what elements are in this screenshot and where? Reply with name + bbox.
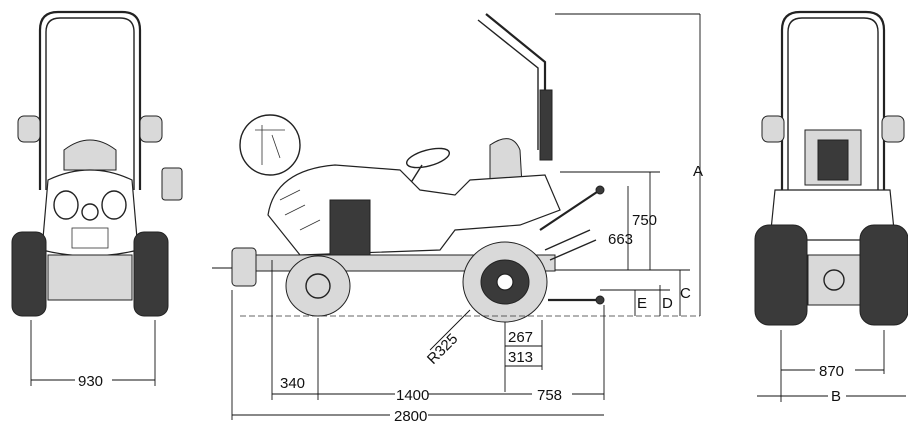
overall-length-label: 2800 bbox=[394, 408, 427, 421]
dim-267-label: 267 bbox=[508, 329, 533, 346]
dim-e-label: E bbox=[637, 295, 647, 312]
dim-d-label: D bbox=[662, 295, 673, 312]
side-view: A 750 663 C D E R325 267 313 340 1400 bbox=[212, 13, 703, 421]
rear-track-label: 870 bbox=[819, 363, 844, 380]
rear-overhang-label: 758 bbox=[537, 387, 562, 404]
dim-663-label: 663 bbox=[608, 231, 633, 248]
dim-a-label: A bbox=[693, 163, 703, 180]
dim-313-label: 313 bbox=[508, 349, 533, 366]
overall-width-label: B bbox=[831, 388, 841, 405]
dim-c-label: C bbox=[680, 285, 691, 302]
front-overhang-label: 340 bbox=[280, 375, 305, 392]
wheelbase-label: 1400 bbox=[396, 387, 429, 404]
radius-label: R325 bbox=[424, 330, 461, 367]
front-view: 930 bbox=[11, 10, 183, 390]
detail-callout bbox=[239, 114, 301, 176]
front-track-label: 930 bbox=[78, 373, 103, 390]
dim-750-label: 750 bbox=[632, 212, 657, 229]
rear-view: 870 B bbox=[754, 10, 908, 405]
